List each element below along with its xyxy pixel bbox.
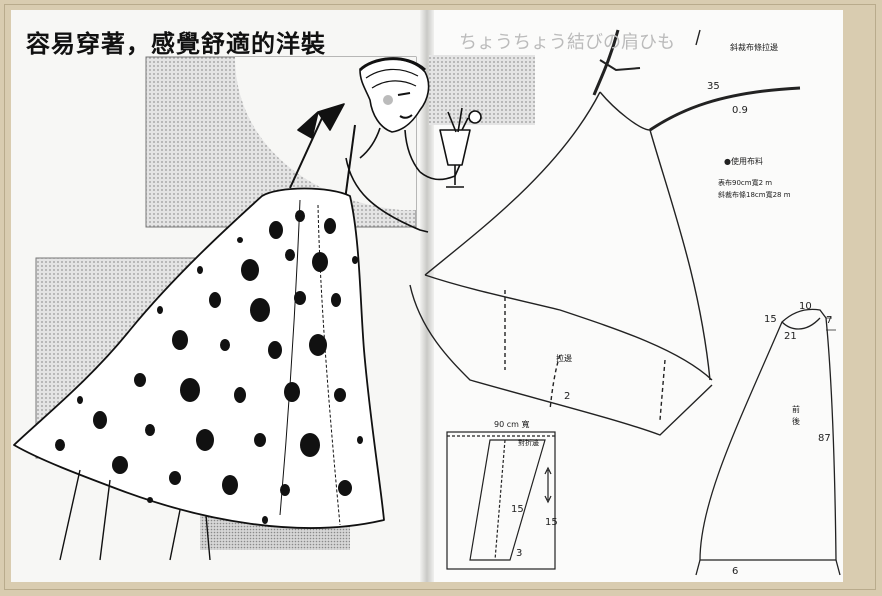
cutting-layout (446, 431, 556, 570)
dimension-87: 87 (818, 433, 831, 444)
ghost-text: ちょうちょう結びの肩ひも (459, 32, 675, 52)
dimension-6: 6 (732, 566, 739, 577)
dimension-15a: 15 (511, 504, 524, 515)
front-label: 前 (792, 405, 800, 414)
pattern-piece (695, 308, 841, 576)
dimension-7: 7 (826, 315, 833, 326)
material-1: 表布90cm寬2 m (718, 179, 773, 187)
dress-diagram (409, 29, 801, 436)
fold-label: 對折邊 (518, 439, 539, 447)
dimension-35: 35 (707, 81, 720, 92)
back-label: 後 (792, 417, 800, 426)
page-title: 容易穿著，感覺舒適的洋裝 (26, 29, 326, 58)
photo-frame (4, 4, 876, 590)
material-2: 斜裁布條18cm寬28 m (718, 191, 791, 199)
seam-label: 拉邊 (556, 354, 572, 363)
dimension-10: 10 (799, 301, 812, 312)
dimension-15b: 15 (545, 517, 558, 528)
dimension-3: 3 (516, 548, 523, 559)
dimension-21: 21 (784, 331, 797, 342)
fashion-figure (13, 57, 482, 561)
width-90: 90 cm 寬 (494, 420, 530, 429)
dimension-09: 0.9 (732, 105, 748, 116)
dimension-2: 2 (564, 391, 571, 402)
bias-strap-label: 斜裁布條拉邊 (730, 43, 778, 52)
book-spine (420, 10, 434, 582)
materials-heading: ●使用布料 (724, 157, 763, 166)
dimension-15c: 15 (764, 314, 777, 325)
